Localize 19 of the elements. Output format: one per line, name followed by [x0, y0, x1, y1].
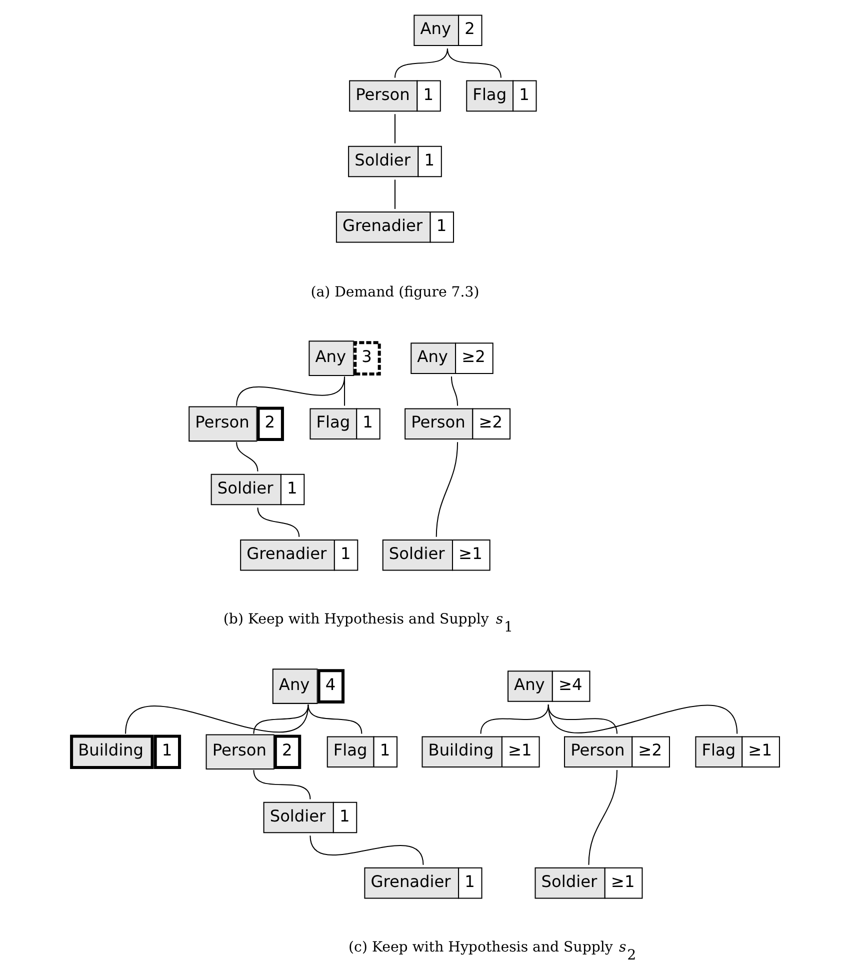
connector — [394, 114, 395, 144]
connector — [547, 704, 738, 734]
connector — [344, 376, 345, 406]
label: (a) Demand (figure 7.3) — [310, 284, 479, 300]
connector — [435, 442, 458, 537]
connector — [450, 376, 458, 406]
connector — [394, 180, 395, 209]
connector — [307, 704, 362, 734]
connector — [252, 704, 308, 734]
connector — [236, 442, 258, 472]
connector — [252, 770, 310, 800]
connector — [124, 704, 308, 734]
connector — [588, 770, 617, 865]
connector — [446, 48, 501, 78]
connector — [256, 508, 300, 538]
connector — [480, 704, 548, 734]
connector — [236, 376, 345, 406]
connector — [394, 48, 448, 78]
connector — [309, 836, 424, 866]
